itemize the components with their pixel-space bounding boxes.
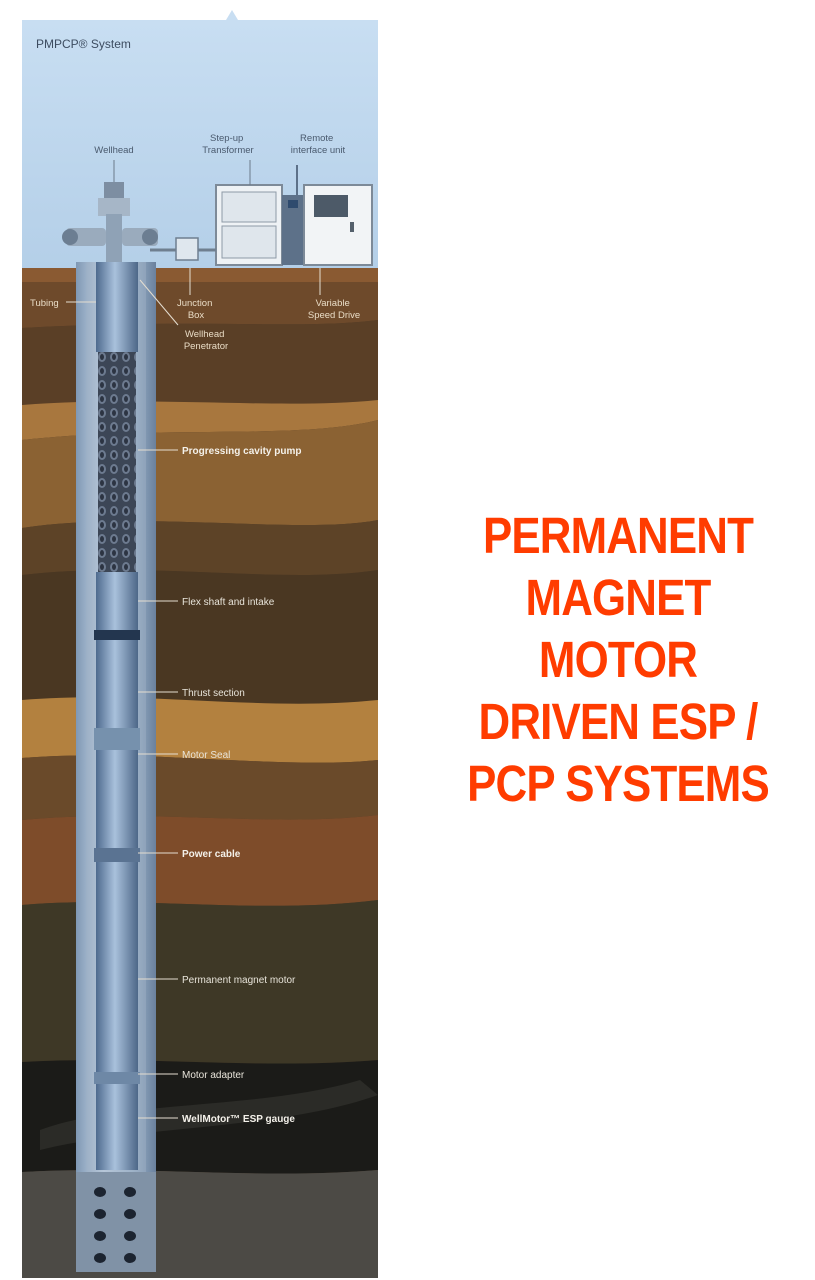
label-motor-seal: Motor Seal <box>182 750 230 761</box>
label-tubing: Tubing <box>30 298 59 309</box>
label-flex-shaft-and-intake: Flex shaft and intake <box>182 597 275 608</box>
leader-lines <box>66 160 321 1119</box>
label-step-up-transformer: Step-up Transformer <box>202 133 253 156</box>
headline-line-1: PERMANENT <box>482 507 754 564</box>
label-progressing-cavity-pump: Progressing cavity pump <box>182 446 301 457</box>
label-junction-box: Junction Box <box>177 298 215 321</box>
headline-line-3: DRIVEN ESP / <box>478 693 759 750</box>
label-remote-interface-unit: Remote interface unit <box>291 133 346 156</box>
diagram-title: PMPCP® System <box>36 37 131 51</box>
label-permanent-magnet-motor: Permanent magnet motor <box>182 975 296 986</box>
headline: PERMANENT MAGNET MOTOR DRIVEN ESP / PCP … <box>446 505 790 815</box>
pcp-rotor <box>98 352 136 572</box>
label-wellmotor-esp-gauge: WellMotor™ ESP gauge <box>182 1114 295 1125</box>
headline-line-4: PCP SYSTEMS <box>467 755 770 812</box>
tubing-shape <box>96 262 138 352</box>
junction-box-shape <box>175 237 199 261</box>
well-system-diagram: PMPCP® System Wellhead Step-up Transform… <box>22 10 378 1278</box>
label-wellhead: Wellhead <box>94 145 133 156</box>
earth-strata <box>22 268 378 1278</box>
surface-equipment <box>62 165 373 266</box>
label-thrust-section: Thrust section <box>182 688 245 699</box>
label-power-cable: Power cable <box>182 849 241 860</box>
headline-line-2: MAGNET MOTOR <box>525 569 712 688</box>
label-variable-speed-drive: Variable Speed Drive <box>308 298 360 321</box>
wellhead-shape <box>62 182 158 264</box>
label-wellhead-penetrator: Wellhead Penetrator <box>184 329 228 352</box>
well-string <box>76 262 156 1272</box>
label-motor-adapter: Motor adapter <box>182 1070 245 1081</box>
